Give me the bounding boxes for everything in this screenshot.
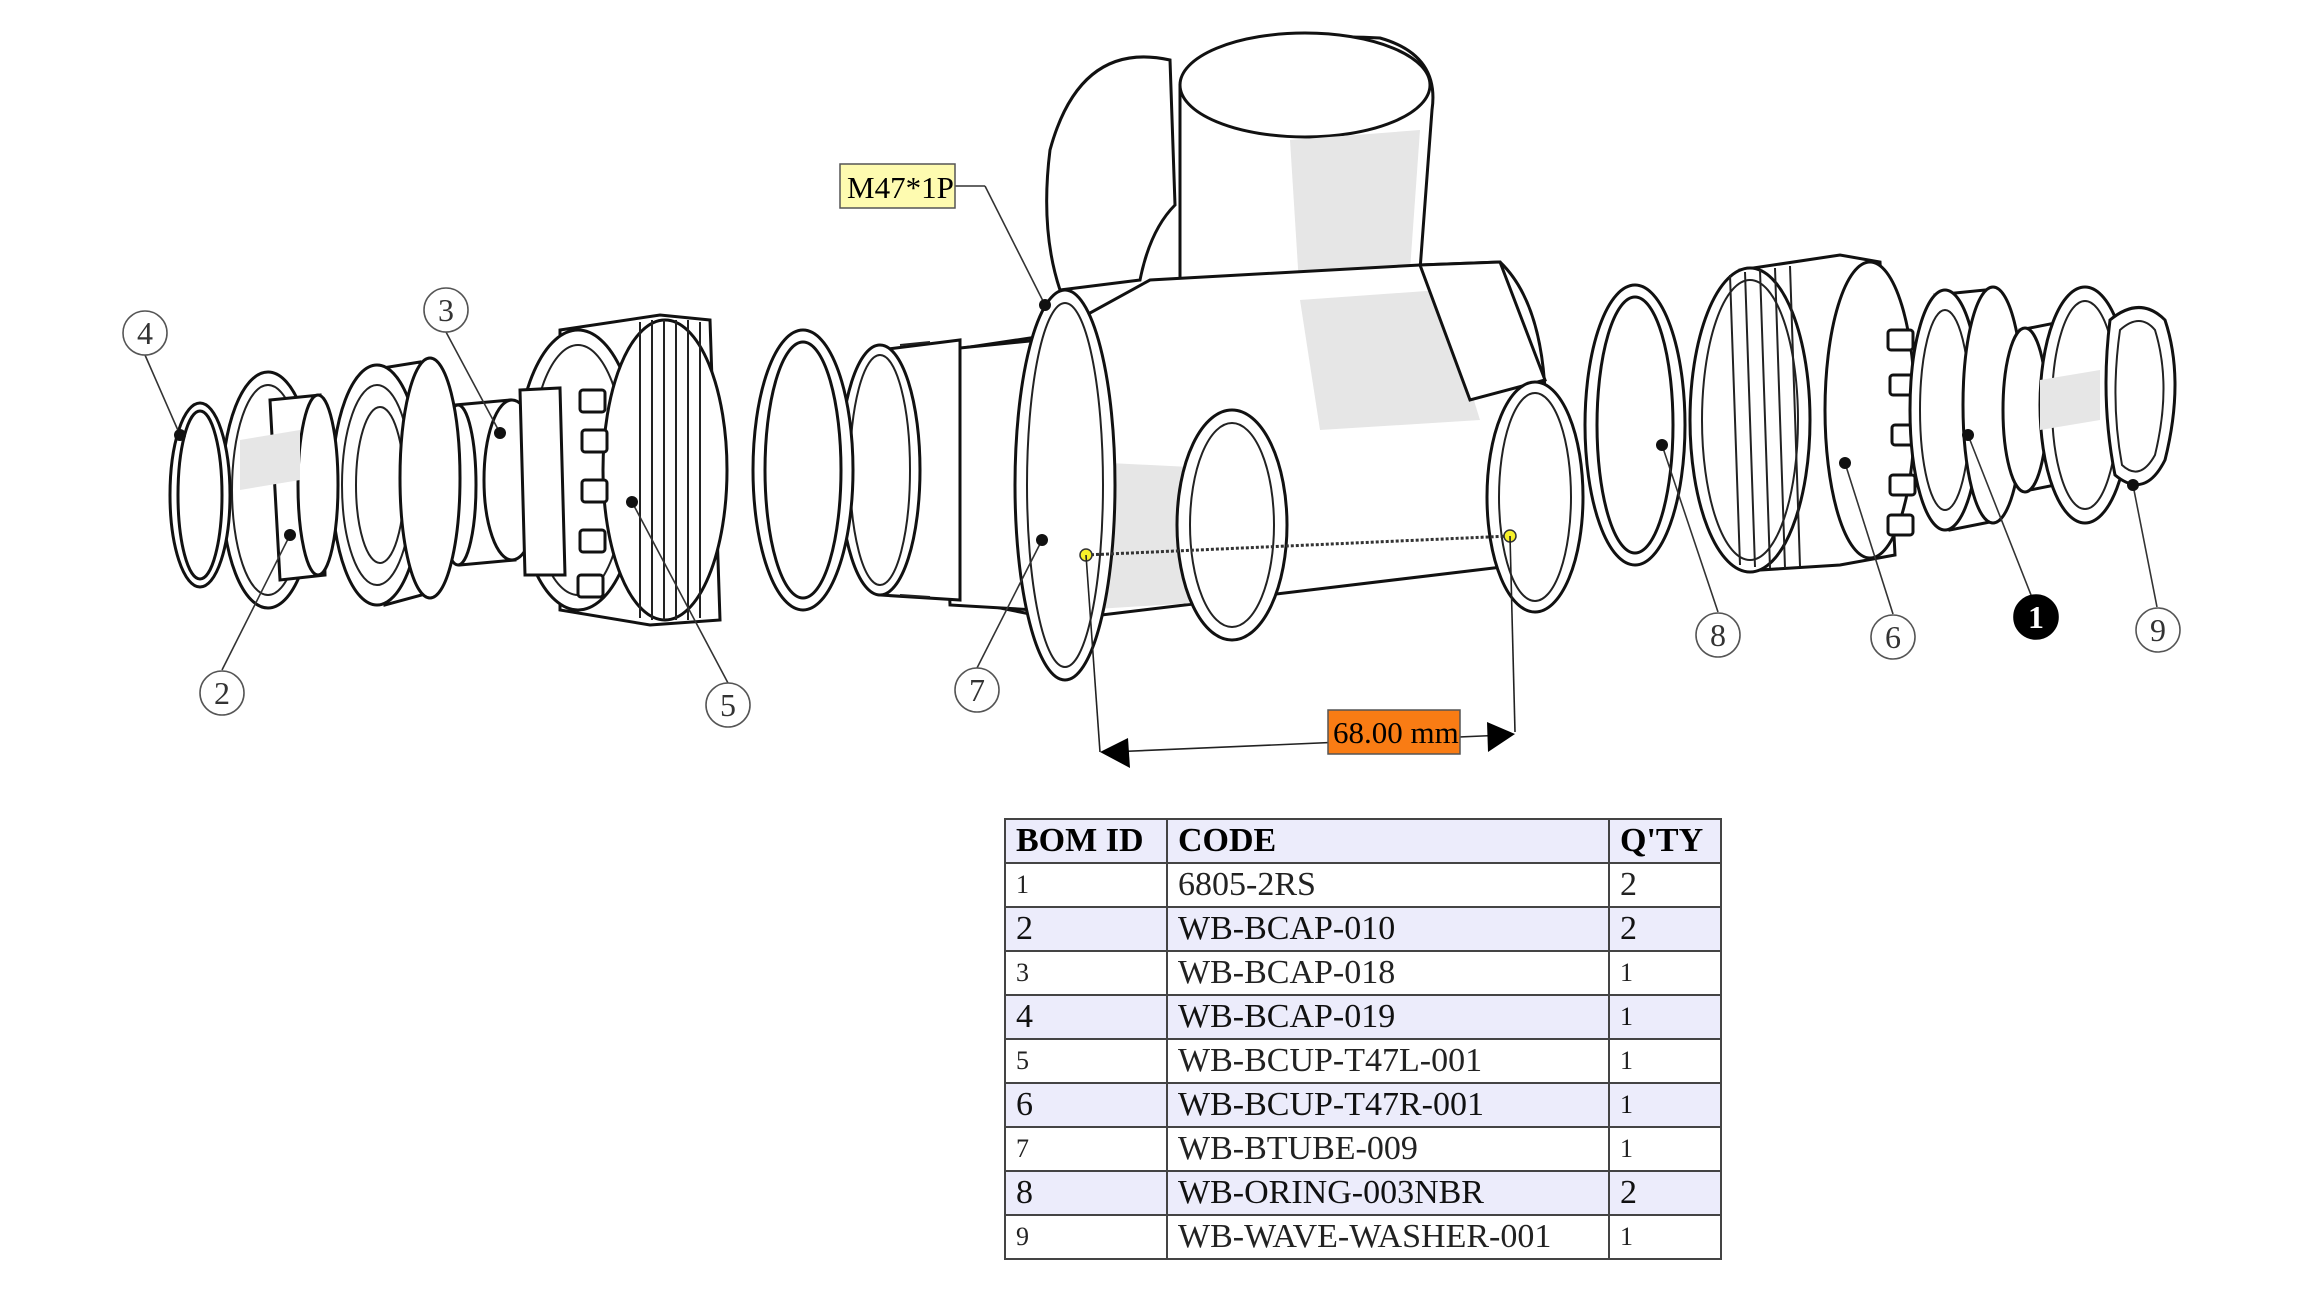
svg-text:1: 1 bbox=[2028, 599, 2044, 635]
bom-row: 4 WB-BCAP-019 1 bbox=[1004, 994, 1722, 1040]
bom-cell-qty: 1 bbox=[1608, 1082, 1722, 1128]
bom-header-row: BOM ID CODE Q'TY bbox=[1004, 818, 1722, 864]
wave-washer-left bbox=[168, 401, 232, 589]
bom-row: 7 WB-BTUBE-009 1 bbox=[1004, 1126, 1722, 1172]
bom-cell-id: 3 bbox=[1004, 950, 1168, 996]
bom-cell-code: WB-ORING-003NBR bbox=[1166, 1170, 1610, 1216]
bearing-right bbox=[1908, 285, 2025, 532]
bom-row: 5 WB-BCUP-T47L-001 1 bbox=[1004, 1038, 1722, 1084]
spacer-left bbox=[438, 386, 567, 577]
bom-cell-qty: 2 bbox=[1608, 906, 1722, 952]
balloon-6: 6 bbox=[1870, 614, 1916, 660]
bearing-left bbox=[330, 356, 462, 607]
bom-cell-id: 7 bbox=[1004, 1126, 1168, 1172]
bom-cell-id: 4 bbox=[1004, 994, 1168, 1040]
bom-cell-qty: 1 bbox=[1608, 1038, 1722, 1084]
o-ring-right bbox=[1583, 283, 1687, 567]
bom-row: 8 WB-ORING-003NBR 2 bbox=[1004, 1170, 1722, 1216]
thread-label-text: M47*1P bbox=[847, 170, 954, 205]
bom-header-qty: Q'TY bbox=[1608, 818, 1722, 864]
balloon-9: 9 bbox=[2135, 607, 2181, 653]
bom-cell-qty: 1 bbox=[1608, 1126, 1722, 1172]
thread-label: M47*1P bbox=[839, 163, 1051, 311]
balloon-2: 2 bbox=[199, 670, 245, 716]
bom-cell-id: 1 bbox=[1004, 862, 1168, 908]
dimension-label-text: 68.00 mm bbox=[1333, 715, 1459, 750]
svg-text:8: 8 bbox=[1710, 617, 1726, 653]
bom-row: 1 6805-2RS 2 bbox=[1004, 862, 1722, 908]
svg-text:5: 5 bbox=[720, 687, 736, 723]
bom-cell-id: 6 bbox=[1004, 1082, 1168, 1128]
bom-cell-code: WB-BCAP-010 bbox=[1166, 906, 1610, 952]
bom-cell-id: 2 bbox=[1004, 906, 1168, 952]
dimension-label: 68.00 mm bbox=[1327, 709, 1461, 755]
bom-row: 2 WB-BCAP-010 2 bbox=[1004, 906, 1722, 952]
bom-header-id: BOM ID bbox=[1004, 818, 1168, 864]
bom-cell-id: 8 bbox=[1004, 1170, 1168, 1216]
bom-cell-qty: 2 bbox=[1608, 862, 1722, 908]
bom-cell-id: 9 bbox=[1004, 1214, 1168, 1260]
balloon-5: 5 bbox=[705, 682, 751, 728]
balloon-3: 3 bbox=[423, 287, 469, 333]
balloon-7: 7 bbox=[954, 667, 1000, 713]
svg-text:6: 6 bbox=[1885, 619, 1901, 655]
bom-header-code: CODE bbox=[1166, 818, 1610, 864]
balloon-8: 8 bbox=[1695, 612, 1741, 658]
bom-cell-code: WB-BTUBE-009 bbox=[1166, 1126, 1610, 1172]
balloon-4: 4 bbox=[122, 310, 168, 356]
bom-cell-qty: 1 bbox=[1608, 1214, 1722, 1260]
bom-cell-code: 6805-2RS bbox=[1166, 862, 1610, 908]
wave-washer-right bbox=[2104, 306, 2177, 486]
balloon-1: 1 bbox=[2013, 594, 2059, 640]
svg-text:3: 3 bbox=[438, 292, 454, 328]
bom-cell-qty: 1 bbox=[1608, 994, 1722, 1040]
bom-cell-code: WB-BCAP-019 bbox=[1166, 994, 1610, 1040]
bom-cell-code: WB-WAVE-WASHER-001 bbox=[1166, 1214, 1610, 1260]
bom-row: 3 WB-BCAP-018 1 bbox=[1004, 950, 1722, 996]
svg-text:4: 4 bbox=[137, 315, 153, 351]
dimension-callout bbox=[1079, 529, 1517, 768]
balloon-callouts: 4 2 3 5 7 bbox=[122, 287, 2181, 728]
o-ring-left bbox=[751, 328, 855, 612]
bom-cell-code: WB-BCAP-018 bbox=[1166, 950, 1610, 996]
bom-cell-code: WB-BCUP-T47R-001 bbox=[1166, 1082, 1610, 1128]
bom-table: BOM ID CODE Q'TY 1 6805-2RS 2 2 WB-BCAP-… bbox=[1004, 818, 1722, 1260]
bom-cell-code: WB-BCUP-T47L-001 bbox=[1166, 1038, 1610, 1084]
bom-cell-id: 5 bbox=[1004, 1038, 1168, 1084]
bom-row: 9 WB-WAVE-WASHER-001 1 bbox=[1004, 1214, 1722, 1260]
svg-text:2: 2 bbox=[214, 675, 230, 711]
bottom-bracket-shell bbox=[838, 31, 1585, 682]
svg-text:9: 9 bbox=[2150, 612, 2166, 648]
bom-cell-qty: 2 bbox=[1608, 1170, 1722, 1216]
bom-cell-qty: 1 bbox=[1608, 950, 1722, 996]
bearing-cap-left bbox=[220, 370, 340, 610]
svg-text:7: 7 bbox=[969, 672, 985, 708]
bom-row: 6 WB-BCUP-T47R-001 1 bbox=[1004, 1082, 1722, 1128]
bottom-bracket-cup-right bbox=[1688, 253, 1919, 574]
